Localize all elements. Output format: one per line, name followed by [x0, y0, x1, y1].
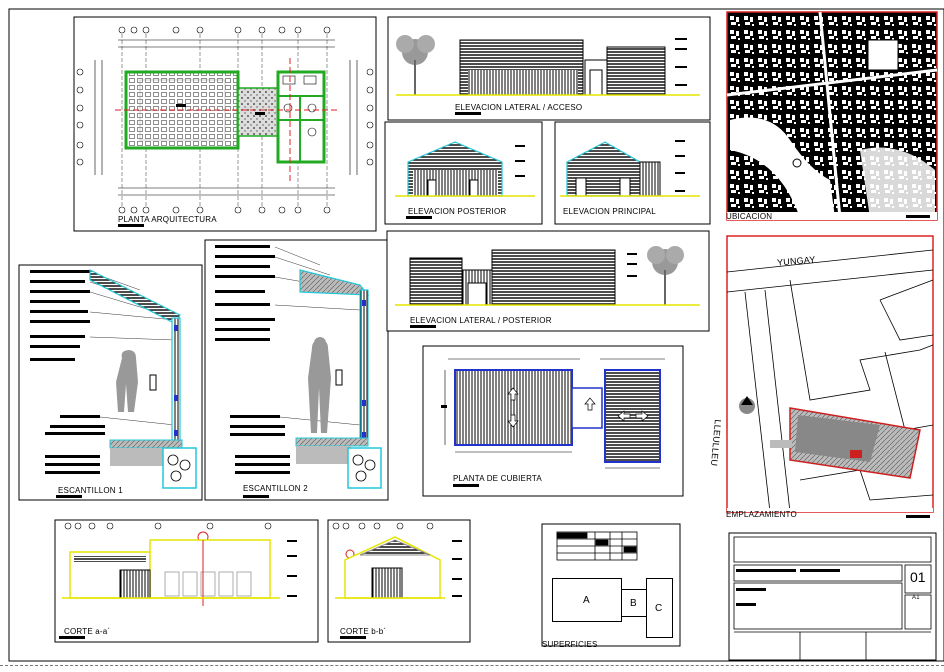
- label-elevacion-principal: ELEVACION PRINCIPAL: [563, 207, 656, 216]
- location-map: [726, 11, 938, 220]
- label-planta-de-cubierta: PLANTA DE CUBIERTA: [453, 474, 542, 483]
- label-emplazamiento: EMPLAZAMIENTO: [726, 510, 797, 519]
- wall-section-1: [30, 269, 197, 489]
- elevation-rear: [395, 141, 535, 197]
- section-a-drawing: [62, 522, 297, 606]
- label-elevacion-posterior: ELEVACION POSTERIOR: [408, 207, 507, 216]
- area-block-a: A: [552, 578, 622, 622]
- label-planta-arquitectura: PLANTA ARQUITECTURA: [118, 215, 217, 224]
- elevation-main: [560, 140, 700, 197]
- label-superficies: SUPERFICIES: [542, 640, 598, 649]
- label-ubicacion: UBICACION: [726, 212, 773, 221]
- section-b-drawing: [332, 522, 462, 599]
- elevation-side-rear: [395, 246, 700, 306]
- label-corte-a: CORTE a-a´: [64, 627, 111, 636]
- sheet-number: 01: [910, 569, 926, 585]
- area-block-b: B: [621, 589, 647, 617]
- label-corte-b: CORTE b-b´: [340, 627, 387, 636]
- wall-section-2: [215, 245, 382, 489]
- elevation-side-access: [396, 35, 700, 96]
- label-escantillon-1: ESCANTILLON 1: [58, 486, 123, 495]
- floor-plan-drawing: [76, 26, 374, 214]
- area-block-c: C: [646, 578, 673, 638]
- title-block-lines: [733, 536, 932, 660]
- site-plan: [726, 249, 934, 513]
- label-escantillon-2: ESCANTILLON 2: [243, 484, 308, 493]
- sheet-trim-line: [0, 665, 944, 666]
- label-elevacion-lateral-acceso: ELEVACION LATERAL / ACCESO: [455, 103, 583, 112]
- roof-plan: [441, 358, 665, 469]
- sheet-format: A1: [912, 595, 920, 601]
- areas-table: [556, 531, 638, 561]
- label-elevacion-lateral-posterior: ELEVACION LATERAL / POSTERIOR: [410, 316, 552, 325]
